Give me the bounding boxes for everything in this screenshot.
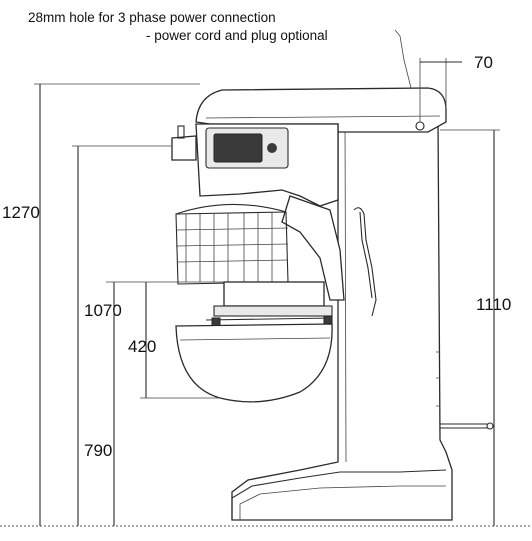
column-marks: [436, 351, 440, 407]
dim-head-height: 1070: [84, 301, 122, 320]
dim-top-offset: 70: [474, 53, 493, 72]
annotation-line-1: 28mm hole for 3 phase power connection: [28, 10, 276, 25]
knob-stem: [177, 125, 185, 139]
dim-bowl-rim-height: 790: [84, 441, 112, 460]
control-display: [213, 133, 263, 163]
dim-bowl-height: 420: [128, 337, 156, 356]
mixer-column: [231, 117, 453, 521]
bowl-support-bar: [205, 317, 333, 321]
head-seam-line: [205, 115, 441, 119]
mixer-base: [231, 469, 447, 520]
guard-top: [175, 203, 287, 215]
bowl-lift-lever: [353, 207, 377, 317]
base-inner-line: [239, 485, 446, 520]
rear-handle-knob-icon: [486, 422, 494, 430]
bowl-lug-icon: [211, 317, 221, 327]
control-knob-icon: [267, 143, 277, 153]
bowl-band: [179, 337, 331, 341]
guard-bars: [185, 212, 273, 282]
mixing-bowl: [175, 323, 333, 403]
rear-handle: [440, 423, 488, 429]
bowl-arm: [281, 195, 345, 301]
bowl-rim: [213, 305, 333, 317]
mixer-head: [195, 87, 447, 133]
annotation-line-2: - power cord and plug optional: [146, 28, 328, 43]
side-knob: [171, 135, 197, 161]
column-edge-line: [344, 119, 347, 463]
guard-rings: [175, 227, 289, 263]
bowl-collar: [223, 281, 325, 307]
lever-inner: [359, 211, 373, 299]
bowl-lug-icon-2: [323, 315, 333, 325]
dim-overall-height: 1270: [2, 203, 40, 222]
bowl-guard: [175, 211, 289, 285]
dim-column-height: 1110: [476, 295, 511, 314]
